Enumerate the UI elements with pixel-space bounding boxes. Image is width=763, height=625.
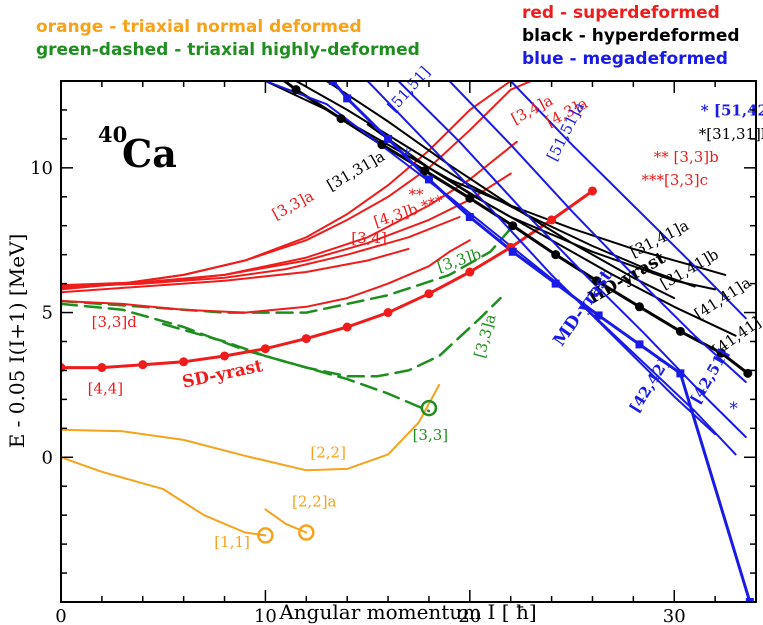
- y-tick-label-0: 0: [42, 447, 53, 468]
- band-label-30: [42,51]: [687, 345, 733, 407]
- band-label-3: [3,3]: [413, 426, 449, 444]
- series-line-10: [61, 216, 461, 288]
- data-point-13-2: [138, 360, 148, 370]
- series-layer: [61, 81, 752, 602]
- series-line-22: [397, 81, 747, 438]
- y-tick-label-1: 5: [42, 303, 53, 324]
- data-point-25-9: [676, 369, 685, 378]
- data-point-13-1: [97, 363, 107, 373]
- series-line-21: [366, 81, 717, 436]
- band-label-24: [31,41]b: [657, 245, 722, 293]
- label-layer: [1,1] [2,2] [2,2]a [3,3] [3,3]b [3,3]a [3,3]d […: [88, 63, 763, 551]
- band-label-5: [3,3]a: [471, 312, 500, 360]
- data-point-13-9: [424, 289, 434, 299]
- band-label-20: *[31,31]b: [699, 125, 763, 143]
- data-point-13-3: [179, 357, 189, 367]
- data-point-19-7: [551, 250, 561, 260]
- terminating-circle-0: [257, 527, 274, 544]
- x-tick-label-0: 0: [55, 606, 66, 625]
- data-point-19-9: [634, 302, 644, 312]
- band-label-17: [31,31]a: [324, 147, 388, 194]
- data-point-13-6: [301, 334, 311, 344]
- band-label-19: * [51,42]: [701, 102, 763, 120]
- terminating-circle-2: [420, 399, 438, 417]
- series-line-5: [161, 296, 502, 378]
- series-line-1: [61, 383, 441, 472]
- nucleus-symbol: Ca: [122, 131, 177, 176]
- legend-orange: orange - triaxial normal deformed: [36, 17, 362, 37]
- band-label-4: [3,3]b: [435, 245, 484, 276]
- series-line-16: [325, 81, 676, 300]
- data-point-25-5: [508, 247, 517, 256]
- data-point-25-6: [551, 279, 560, 288]
- data-point-19-2: [336, 114, 346, 124]
- x-axis-label: Angular momentum I [ ħ]: [278, 600, 536, 624]
- data-point-13-7: [342, 322, 352, 332]
- x-tick-label-2: 20: [458, 606, 481, 625]
- legend-black: black - hyperdeformed: [522, 26, 740, 46]
- data-point-25-0: [328, 81, 337, 85]
- data-point-13-13: [587, 186, 597, 196]
- legend-blue: blue - megadeformed: [522, 49, 728, 69]
- y-axis-label: E - 0.05 I(I+1) [MeV]: [5, 234, 29, 449]
- marker-layer: [61, 62, 754, 602]
- band-label-31: *: [729, 399, 738, 419]
- series-line-24: [509, 81, 747, 320]
- data-point-19-1: [291, 85, 301, 95]
- y-tick-label-2: 10: [30, 158, 53, 179]
- series-line-0: [61, 456, 267, 537]
- band-label-9: [3,4]: [351, 229, 387, 247]
- data-point-25-2: [384, 134, 393, 143]
- band-label-1: [2,2]: [310, 443, 346, 461]
- band-label-7: [4,4]: [88, 380, 124, 398]
- data-point-25-10: [745, 598, 754, 602]
- series-line-11: [61, 247, 410, 294]
- data-point-25-4: [465, 213, 474, 222]
- band-label-11: **: [409, 186, 425, 204]
- legend-red: red - superdeformed: [522, 3, 720, 23]
- tick-layer: 0 10 20 30 0 5 10: [30, 81, 757, 625]
- data-point-19-0: [261, 62, 270, 71]
- data-point-19-6: [508, 221, 518, 231]
- band-label-28: MD-yrast: [550, 266, 617, 350]
- x-tick-label-3: 30: [663, 606, 686, 625]
- series-line-4: [61, 302, 431, 413]
- band-label-2: [2,2]a: [292, 492, 337, 510]
- band-label-25: [41,41]a: [691, 273, 754, 323]
- data-point-25-1: [343, 94, 352, 103]
- data-point-19-10: [675, 326, 685, 336]
- legend-green: green-dashed - triaxial highly-deformed: [36, 40, 420, 60]
- data-point-19-4: [420, 166, 430, 176]
- data-point-25-8: [635, 340, 644, 349]
- series-line-15: [295, 81, 696, 288]
- data-point-13-4: [220, 351, 230, 361]
- series-line-13: [61, 189, 594, 370]
- band-label-15: ** [3,3]b: [654, 148, 719, 166]
- series-line-12: [61, 239, 471, 314]
- terminating-circle-1: [298, 524, 315, 541]
- data-point-25-7: [594, 311, 603, 320]
- band-label-0: [1,1]: [214, 533, 250, 551]
- data-point-19-11: [716, 348, 726, 358]
- x-tick-label-1: 10: [254, 606, 277, 625]
- band-label-16: ***[3,3]c: [642, 171, 708, 189]
- data-point-19-5: [465, 193, 475, 203]
- data-point-13-5: [260, 344, 270, 354]
- data-point-13-8: [383, 308, 393, 318]
- data-point-13-10: [465, 267, 475, 277]
- band-label-10: [3,3]a: [269, 187, 317, 224]
- series-line-9: [61, 172, 512, 287]
- data-point-19-8: [592, 276, 602, 286]
- series-line-23: [448, 81, 747, 383]
- data-point-25-3: [424, 175, 433, 184]
- data-point-13-12: [547, 215, 557, 225]
- nucleus-mass: 40: [98, 122, 127, 147]
- band-label-18: *: [402, 146, 411, 167]
- band-label-6: [3,3]d: [92, 313, 138, 331]
